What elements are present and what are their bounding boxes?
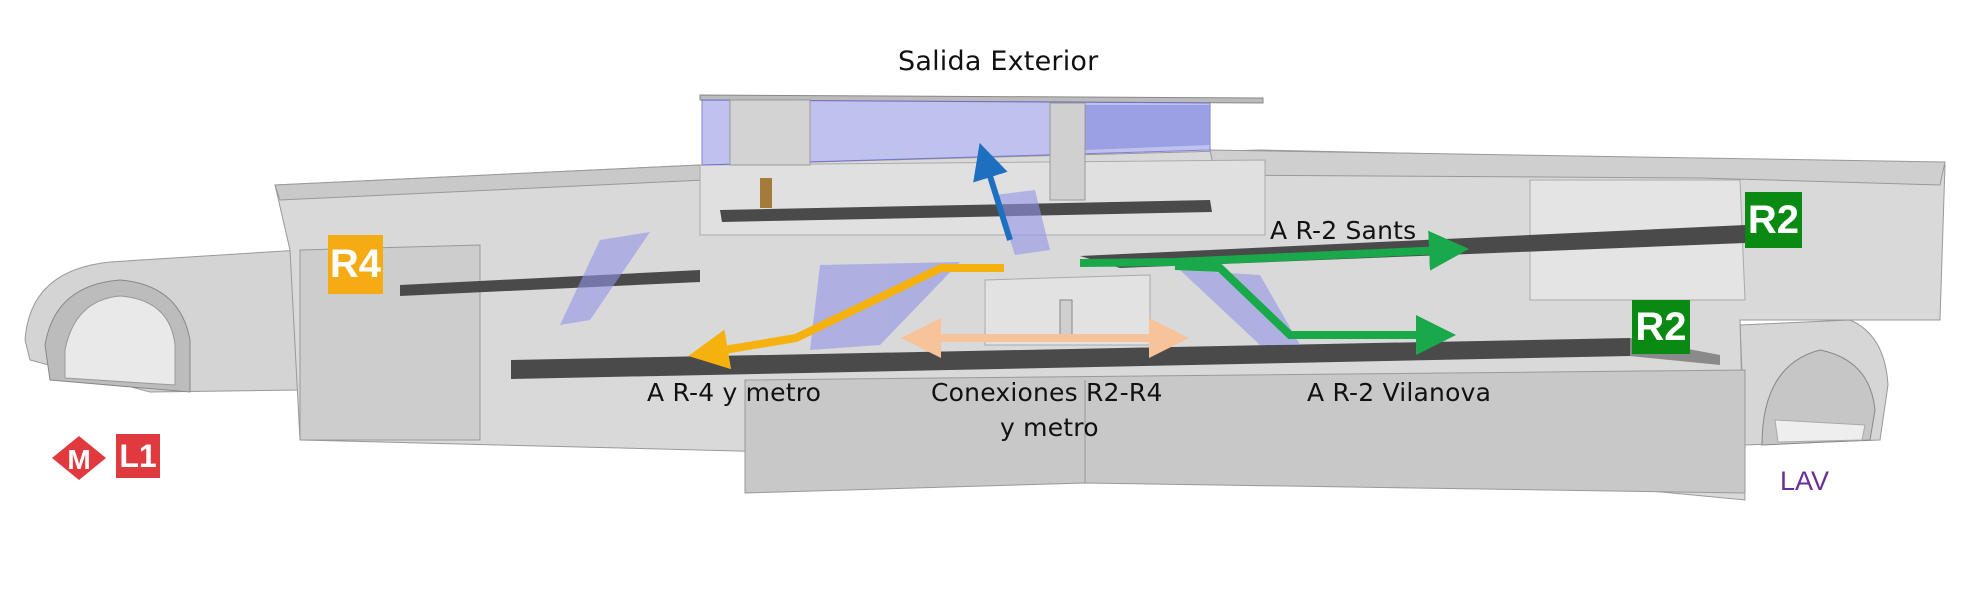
lav-label: LAV [1780, 466, 1830, 496]
label-to-r2-sants: A R-2 Sants [1270, 216, 1417, 245]
r2-upper-badge: R2 [1745, 192, 1802, 248]
arrow-to-r2-vilanova [1174, 262, 1456, 355]
exit-label: Salida Exterior [898, 46, 1099, 77]
arrow-to-r4-metro [688, 264, 1004, 370]
arrow-to-r2-sants [1079, 230, 1469, 271]
label-connections: Conexiones R2-R4 [931, 378, 1163, 407]
left-tunnel [24, 249, 301, 393]
l1-badge: L1 [116, 434, 160, 478]
label-connections-metro: y metro [1000, 413, 1099, 442]
arrow-to-exit [973, 142, 1013, 241]
r4-badge: R4 [328, 235, 383, 294]
label-to-r4-metro: A R-4 y metro [647, 378, 822, 407]
glass-entrance-pavilion [699, 94, 1264, 336]
label-to-r2-vilanova: A R-2 Vilanova [1307, 378, 1492, 407]
r2-lower-badge: R2 [1632, 300, 1690, 354]
metro-logo: M [52, 436, 106, 480]
right-tunnel [1739, 319, 1889, 446]
escalators [560, 190, 1300, 350]
metro-logo-letter: M [67, 444, 90, 475]
